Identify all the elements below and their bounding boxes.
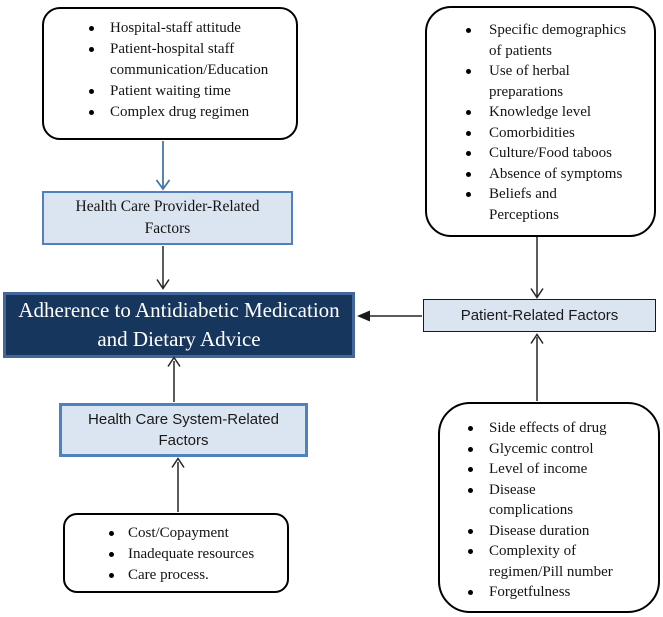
arrow-systembox-to-adherence: [167, 356, 181, 402]
patient-causes-top-box: Specific demographics of patients Use of…: [425, 6, 656, 237]
system-causes-list: Cost/Copayment Inadequate resources Care…: [107, 523, 277, 586]
list-item: Glycemic control: [466, 439, 641, 460]
system-factors-label: Health Care System-Related Factors: [88, 411, 279, 449]
provider-causes-list: Hospital-staff attitude Patient-hospital…: [87, 18, 268, 123]
list-item: Level of income: [466, 459, 641, 480]
arrow-patientbox-to-adherence: [357, 310, 422, 322]
arrow-patientcausestop-to-patientbox: [530, 237, 544, 299]
patient-causes-bottom-box: Side effects of drug Glycemic control Le…: [438, 402, 660, 613]
list-item: Use of herbal preparations: [464, 61, 634, 102]
list-item: Comorbidities: [464, 123, 634, 144]
arrow-providercauses-to-providerbox: [155, 141, 171, 191]
list-item: Patient waiting time: [87, 81, 267, 102]
list-item: Disease duration: [466, 521, 641, 542]
arrow-systemcauses-to-systembox: [171, 457, 185, 512]
arrow-patientcausesbottom-to-patientbox: [530, 333, 544, 401]
system-causes-box: Cost/Copayment Inadequate resources Care…: [63, 513, 289, 593]
list-item: Knowledge level: [464, 102, 634, 123]
provider-factors-box: Health Care Provider-Related Factors: [42, 191, 293, 245]
arrow-providerbox-to-adherence: [156, 246, 170, 290]
list-item: Forgetfulness: [466, 582, 641, 603]
patient-causes-bottom-list: Side effects of drug Glycemic control Le…: [466, 418, 641, 603]
system-factors-box: Health Care System-Related Factors: [59, 403, 308, 457]
list-item: Culture/Food taboos: [464, 143, 634, 164]
list-item: Cost/Copayment: [107, 523, 277, 544]
list-item: Complexity of regimen/Pill number: [466, 541, 641, 582]
list-item: Inadequate resources: [107, 544, 277, 565]
provider-factors-label: Health Care Provider-Related Factors: [75, 198, 260, 237]
list-item: Side effects of drug: [466, 418, 641, 439]
list-item: Absence of symptoms: [464, 164, 634, 185]
list-item: Care process.: [107, 565, 277, 586]
list-item: Beliefs and Perceptions: [464, 184, 634, 225]
list-item: Complex drug regimen: [87, 102, 267, 123]
patient-factors-label: Patient-Related Factors: [460, 307, 619, 324]
list-item: Disease complications: [466, 480, 641, 521]
list-item: Hospital-staff attitude: [87, 18, 267, 39]
patient-factors-box: Patient-Related Factors: [423, 299, 656, 332]
list-item: Patient-hospital staff communication/Edu…: [87, 39, 268, 81]
provider-causes-box: Hospital-staff attitude Patient-hospital…: [42, 7, 298, 140]
list-item: Specific demographics of patients: [464, 20, 634, 61]
adherence-box: Adherence to Antidiabetic Medication and…: [3, 292, 355, 358]
patient-causes-top-list: Specific demographics of patients Use of…: [464, 20, 634, 225]
adherence-label: Adherence to Antidiabetic Medication and…: [18, 298, 340, 351]
